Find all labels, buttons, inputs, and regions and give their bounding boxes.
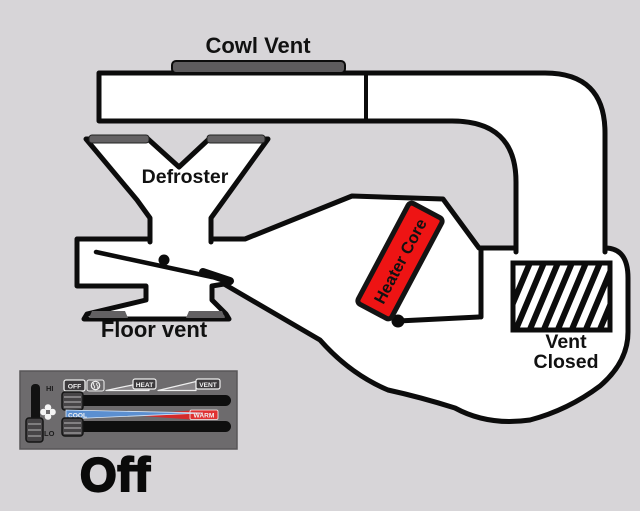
defroster-duct-outline	[83, 136, 271, 245]
mode-off-label: OFF	[68, 384, 82, 391]
temperature-slider-track[interactable]	[63, 421, 231, 432]
defroster-label: Defroster	[142, 166, 229, 188]
floor-vent-slot-left-icon	[89, 311, 128, 318]
heater-control-panel: HI LO OFF HEAT	[19, 370, 238, 450]
mode-vent-box	[195, 378, 221, 390]
floor-vent-label: Floor vent	[101, 317, 208, 342]
main-duct-assembly	[74, 193, 631, 424]
floor-duct-flap-icon	[93, 249, 234, 285]
mode-off-box	[63, 379, 86, 392]
cowl-duct-outline	[96, 70, 608, 255]
mode-slider-track[interactable]	[63, 395, 231, 406]
cool-wedge	[65, 409, 204, 420]
defroster-duct	[86, 139, 268, 242]
mode-state-label: Off	[80, 448, 151, 501]
blower-door-flap-icon	[391, 246, 484, 328]
fan-slider-knob[interactable]	[25, 417, 44, 443]
mode-slider-knob[interactable]	[61, 391, 84, 411]
defroster-slot-right-icon	[206, 134, 266, 144]
fan-hi-label: HI	[46, 384, 54, 393]
vent-closed-grille-icon	[510, 260, 613, 333]
fan-clover-icon	[40, 404, 56, 420]
temperature-band: COOL WARM	[65, 409, 219, 420]
floor-vent-slot-right-icon	[186, 311, 225, 318]
mode-heat-box	[132, 378, 157, 390]
vent-closed-label-line1: Vent	[545, 331, 587, 353]
defroster-slot-left-icon	[88, 134, 150, 144]
warm-label: WARM	[194, 412, 215, 419]
defrost-box	[86, 379, 105, 392]
warm-label-box	[189, 409, 219, 420]
vent-closed-label-line2: Closed	[533, 351, 598, 373]
mode-heat-label: HEAT	[136, 382, 153, 389]
mode-vent-label: VENT	[199, 382, 217, 389]
temperature-slider-knob[interactable]	[61, 417, 84, 437]
cowl-vent-slot-icon	[171, 60, 346, 74]
cool-label: COOL	[68, 412, 87, 419]
defrost-circle-icon	[90, 380, 101, 391]
cowl-duct	[99, 73, 605, 252]
cowl-vent-label: Cowl Vent	[205, 33, 311, 58]
fan-lo-label: LO	[44, 429, 55, 438]
mode-label-row: OFF HEAT VENT	[63, 378, 221, 392]
